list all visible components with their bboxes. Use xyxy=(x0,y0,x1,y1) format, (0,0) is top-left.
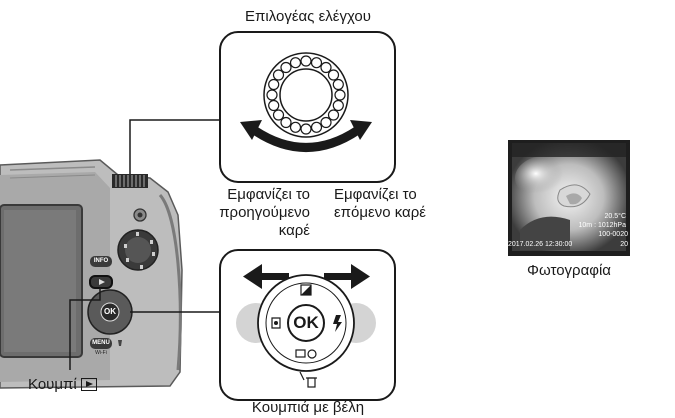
dial-knurl-tooth xyxy=(332,78,344,91)
dial-knurl-tooth xyxy=(332,99,344,112)
dial-knurl-tooth xyxy=(266,89,278,101)
rotate-arrow xyxy=(251,126,361,152)
trash-icon xyxy=(299,371,317,388)
dial-knurl-tooth xyxy=(310,121,323,133)
next-frame-line1: Εμφανίζει το xyxy=(334,186,417,203)
control-dial-panel xyxy=(219,31,396,183)
leader-lines xyxy=(69,119,220,370)
dial-knurl-tooth xyxy=(320,61,332,74)
dial-knurl-tooth xyxy=(272,109,285,121)
arrow-buttons-panel xyxy=(219,249,396,401)
photo-thumbnail xyxy=(508,140,630,256)
play-icon xyxy=(80,378,97,391)
dial-knurl-ring xyxy=(266,55,346,135)
previous-frame-line1: Εμφανίζει το xyxy=(227,186,310,203)
dial-knurl-tooth xyxy=(300,123,312,135)
previous-frame-label: Εμφανίζει το προηγούμενο καρέ xyxy=(190,186,310,240)
self-timer-icon xyxy=(295,349,317,359)
info-button-text: INFO xyxy=(93,258,109,264)
wifi-mark: Wi-Fi xyxy=(95,350,107,356)
photo-file-number: 100-0020 xyxy=(598,231,628,238)
camera-control-dial xyxy=(112,174,148,188)
ok-mark-camera: OK xyxy=(104,307,116,316)
dial-knurl-tooth xyxy=(272,69,285,81)
dial-knurl-tooth xyxy=(334,89,346,101)
dial-knurl-tooth xyxy=(280,61,292,74)
ok-button-label: OK xyxy=(293,313,319,332)
left-arrow-icon xyxy=(243,264,289,289)
photo-frame-number: 20 xyxy=(620,241,628,248)
right-arrow-icon xyxy=(324,264,370,289)
ok-button xyxy=(287,304,325,342)
photo-altitude: 10m : 1012hPa xyxy=(578,222,626,229)
control-dial-label: Επιλογέας ελέγχου xyxy=(245,8,371,25)
photo-temperature: 20.5°C xyxy=(604,213,626,220)
menu-button xyxy=(90,338,112,349)
play-button-label: Κουμπί xyxy=(28,376,97,394)
previous-frame-line2: προηγούμενο xyxy=(219,204,310,221)
dial-knurl-tooth xyxy=(320,116,332,129)
dial-knurl-tooth xyxy=(310,57,323,69)
play-button-label-text: Κουμπί xyxy=(28,376,77,393)
macro-icon xyxy=(271,317,281,329)
dial-knurl-tooth xyxy=(280,116,292,129)
photo-datetime: 2017.02.26 12:30:00 xyxy=(508,241,573,248)
photo-caption: Φωτογραφία xyxy=(527,262,611,279)
flash-icon xyxy=(333,315,342,332)
previous-frame-line3: καρέ xyxy=(278,222,310,239)
camera-play-button xyxy=(89,275,113,289)
dial-knurl-tooth xyxy=(289,57,302,69)
dial-knurl-tooth xyxy=(327,69,340,81)
next-frame-line2: επόμενο καρέ xyxy=(334,204,426,221)
mode-dial xyxy=(117,229,159,271)
dial-knurl-tooth xyxy=(289,121,302,133)
dial-knurl-tooth xyxy=(300,55,312,67)
dial-knurl-tooth xyxy=(268,99,280,112)
arrow-buttons-label: Κουμπιά με βέλη xyxy=(251,399,365,416)
dial-knurl-tooth xyxy=(268,78,280,91)
menu-button-text: MENU xyxy=(92,340,110,346)
info-button xyxy=(90,256,112,267)
dial-knurl-tooth xyxy=(327,109,340,121)
exposure-icon xyxy=(300,284,312,296)
next-frame-label: Εμφανίζει το επόμενο καρέ xyxy=(334,186,454,222)
camera-arrow-pad xyxy=(87,289,133,335)
